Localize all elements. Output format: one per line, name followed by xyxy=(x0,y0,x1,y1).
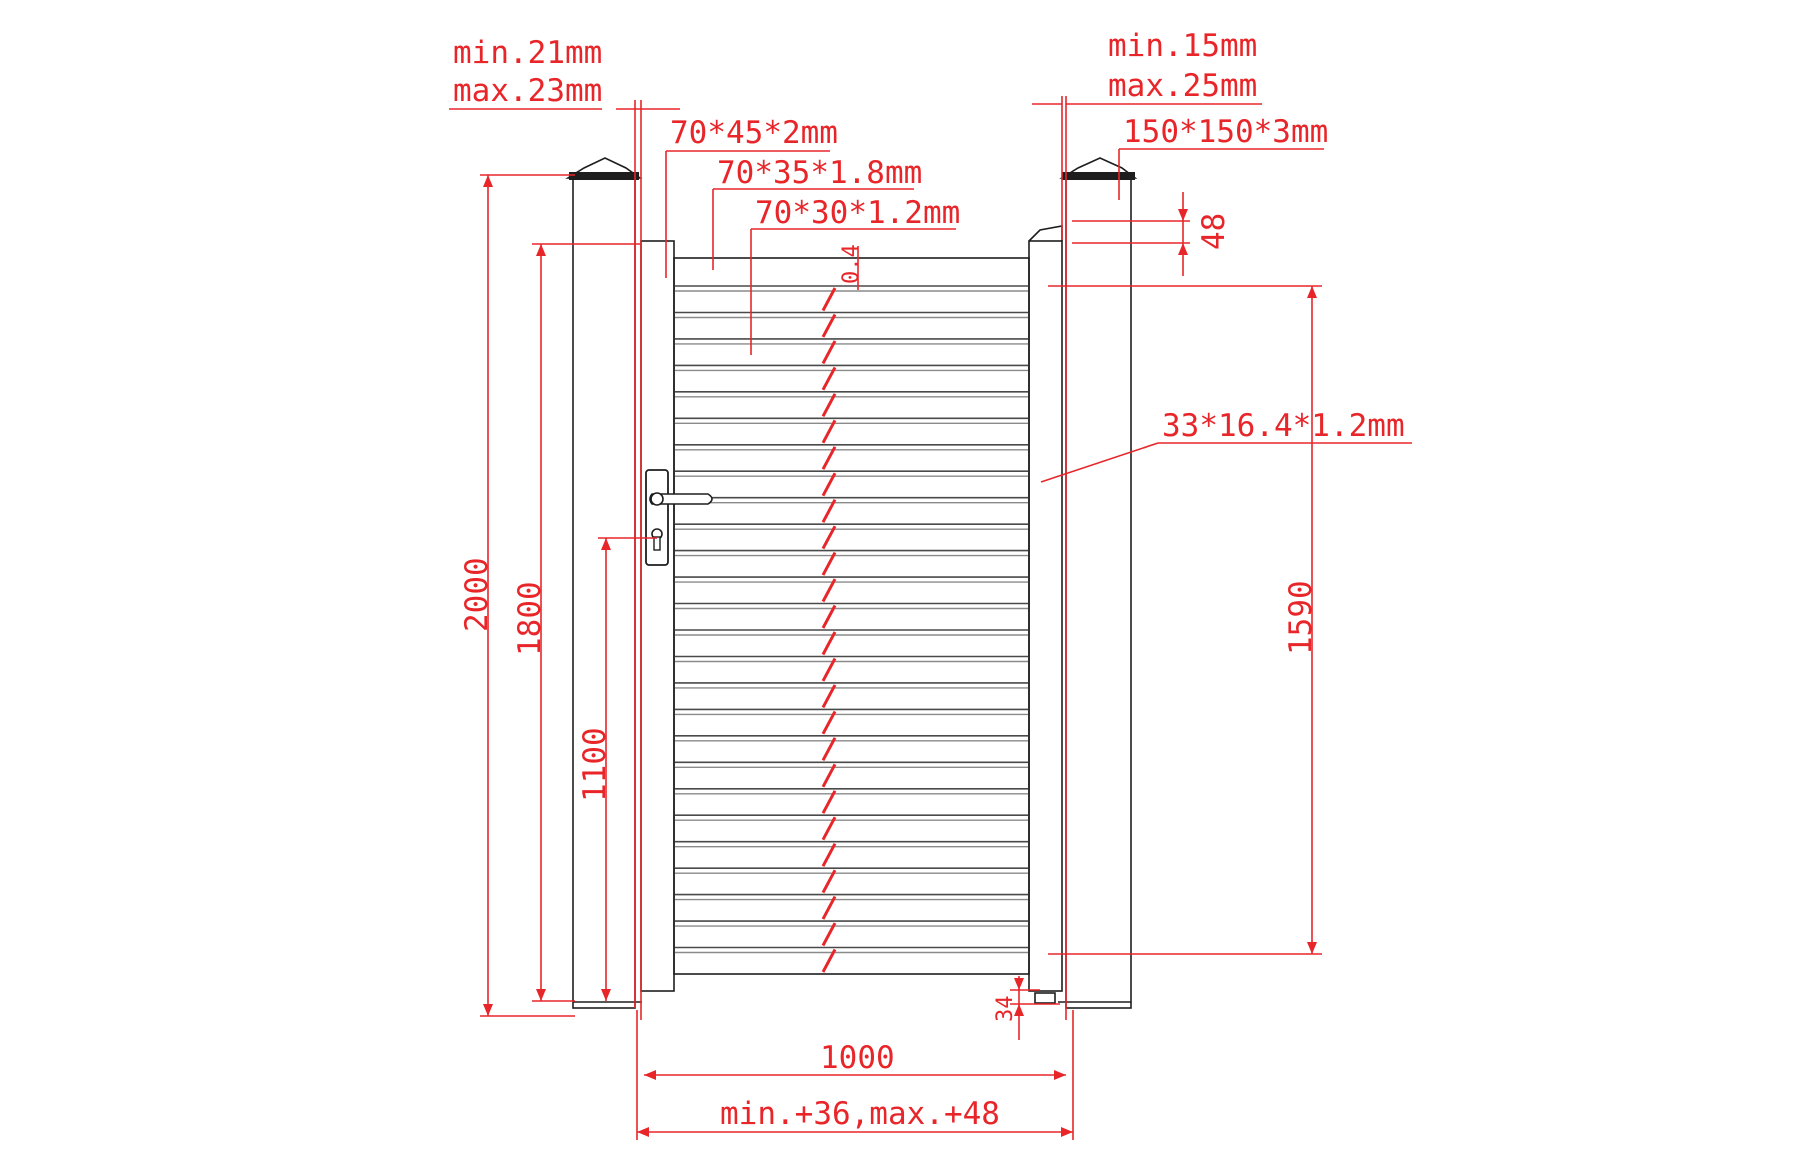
latch-height-label: 1590 xyxy=(1283,580,1319,655)
slat-gap-tick xyxy=(821,393,837,418)
slat-gap-tick xyxy=(821,313,837,338)
dim-gate-width: 1000 xyxy=(644,1040,1066,1080)
dim-hinge-gap: min.21mm max.23mm xyxy=(449,35,680,1020)
dim-latch-profile: 33*16.4*1.2mm xyxy=(1040,408,1412,483)
dim-handle-height: 1100 xyxy=(577,537,657,1001)
slat-gap-tick xyxy=(821,604,837,629)
hinge-stile xyxy=(640,240,675,992)
slat-gap-tick xyxy=(821,631,837,656)
dim-latch-offset: 48 xyxy=(1072,192,1232,276)
dim-latch-height: 1590 xyxy=(1048,285,1322,955)
slat-gap-tick xyxy=(821,287,837,312)
slat-gap-tick xyxy=(821,710,837,735)
slat-gap-tick xyxy=(821,869,837,894)
slat-gap-tick xyxy=(821,842,837,867)
door-handle xyxy=(645,469,713,566)
latch-profile-label: 33*16.4*1.2mm xyxy=(1162,408,1405,444)
slat-gap-tick xyxy=(821,472,837,497)
latch-bottom-plate xyxy=(1034,992,1056,1004)
dim-frame-profiles: 70*45*2mm 70*35*1.8mm 70*30*1.2mm xyxy=(665,115,960,355)
slat-gap-label: 0.4 xyxy=(839,244,864,284)
slat-gap-tick xyxy=(821,948,837,973)
slat-gap-tick xyxy=(821,737,837,762)
keyhole-icon xyxy=(651,528,663,551)
opening-width-label: min.+36,max.+48 xyxy=(720,1096,1000,1132)
post-height-label: 2000 xyxy=(459,557,495,632)
hinge-gap-min-label: min.21mm xyxy=(453,35,602,71)
frame-inner-profile-label: 70*35*1.8mm xyxy=(717,155,922,191)
dim-post-height: 2000 xyxy=(459,174,575,1017)
slat-gap-tick xyxy=(821,816,837,841)
left-post xyxy=(565,157,643,1009)
dim-bottom-clearance: 34 xyxy=(993,976,1060,1040)
dim-latch-gap: min.15mm max.25mm xyxy=(1032,28,1262,1020)
gate-height-label: 1800 xyxy=(512,581,548,656)
slat-gap-tick xyxy=(821,551,837,576)
slat-gap-tick xyxy=(821,922,837,947)
latch-gap-min-label: min.15mm xyxy=(1108,28,1257,64)
slat-group xyxy=(675,285,1028,954)
latch-top-bevel xyxy=(1028,225,1063,242)
slat-gap-tick xyxy=(821,684,837,709)
post-profile-label: 150*150*3mm xyxy=(1123,114,1328,150)
slat-gap-tick xyxy=(821,340,837,365)
dim-gate-height: 1800 xyxy=(512,243,640,1002)
handle-backplate xyxy=(645,469,669,566)
slat-gap-tick xyxy=(821,419,837,444)
dim-post-profile: 150*150*3mm xyxy=(1118,114,1328,200)
handle-height-label: 1100 xyxy=(577,727,613,802)
gate-width-label: 1000 xyxy=(820,1040,895,1076)
gate-leaf xyxy=(640,225,1063,1004)
handle-pivot xyxy=(650,492,664,506)
latch-gap-max-label: max.25mm xyxy=(1108,68,1257,104)
slat-gap-tick xyxy=(821,790,837,814)
slat-gap-tick xyxy=(821,657,837,682)
latch-offset-label: 48 xyxy=(1196,213,1232,250)
hinge-gap-max-label: max.23mm xyxy=(453,73,602,109)
slat-profile-label: 70*30*1.2mm xyxy=(755,195,960,231)
slat-gap-tick xyxy=(821,366,837,391)
dim-slat-gap: 0.4 xyxy=(839,244,864,290)
dim-opening-width: min.+36,max.+48 xyxy=(636,1010,1074,1140)
frame-outer-profile-label: 70*45*2mm xyxy=(670,115,838,151)
slat-gap-tick xyxy=(821,525,837,550)
slat-gap-tick xyxy=(821,578,837,603)
slat-gap-section-line xyxy=(821,287,837,973)
bottom-clearance-label: 34 xyxy=(993,996,1018,1023)
slat-gap-tick xyxy=(821,446,837,470)
handle-lever xyxy=(649,493,713,505)
slat-gap-tick xyxy=(821,763,837,788)
latch-stile xyxy=(1028,240,1063,992)
slat-gap-tick xyxy=(821,498,837,523)
slat-gap-tick xyxy=(821,895,837,920)
